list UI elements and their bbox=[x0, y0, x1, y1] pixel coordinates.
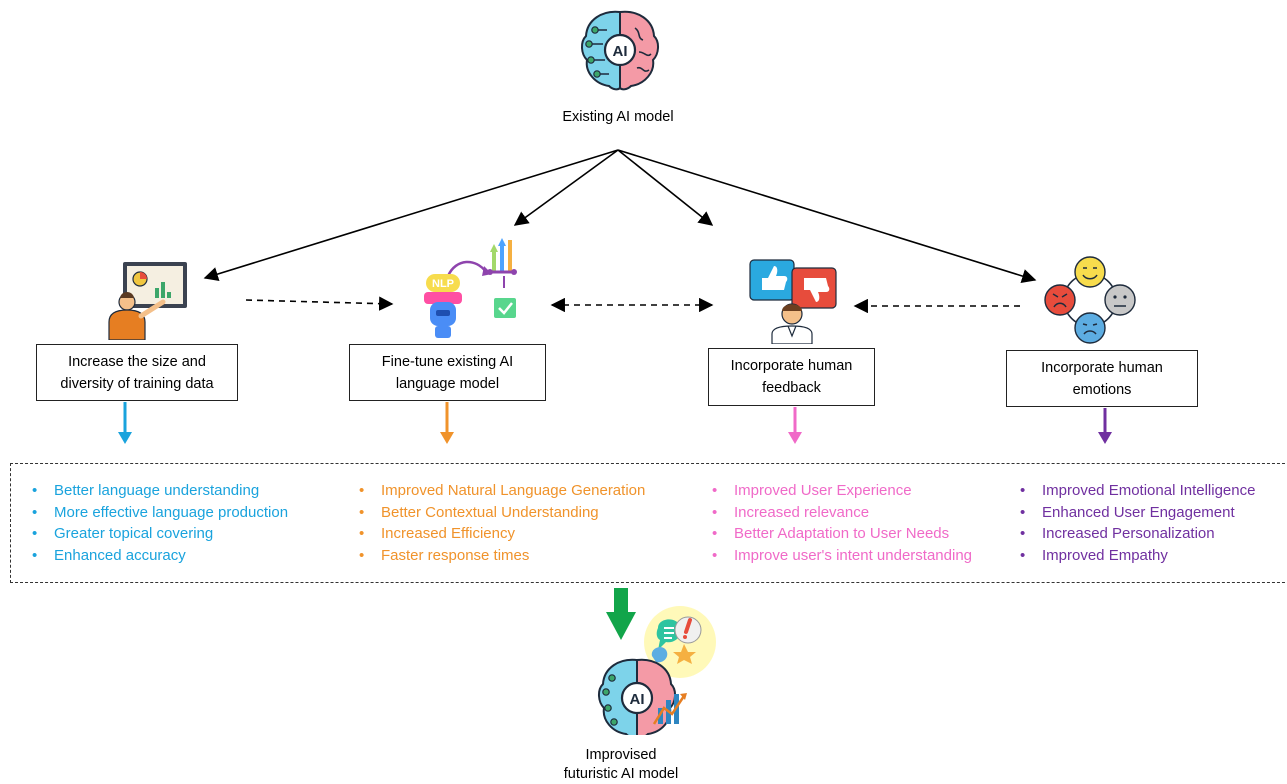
down-arrow-human-emotions bbox=[1098, 408, 1112, 444]
ai-brain-icon: AI bbox=[577, 8, 663, 94]
emotion-faces-icon bbox=[1040, 255, 1140, 345]
benefit-item: Improved Empathy bbox=[1018, 545, 1255, 567]
edges-from-top bbox=[203, 149, 1037, 284]
dashed-links bbox=[245, 296, 1020, 314]
feedback-thumbs-icon bbox=[748, 256, 838, 345]
benefit-item: Greater topical covering bbox=[30, 523, 288, 545]
nlp-robot-icon: NLP bbox=[420, 236, 530, 341]
method-box-fine-tune: Fine-tune existing AI language model bbox=[349, 344, 546, 401]
benefits-panel bbox=[10, 463, 1287, 583]
benefit-item: Increased Personalization bbox=[1018, 523, 1255, 545]
down-arrow-fine-tune bbox=[440, 402, 454, 444]
edge-top-to-feedback bbox=[617, 149, 714, 226]
benefit-item: Improve user's intent understanding bbox=[710, 545, 972, 567]
benefit-item: Enhanced accuracy bbox=[30, 545, 288, 567]
benefit-item: Better Adaptation to User Needs bbox=[710, 523, 972, 545]
method-box-human-feedback: Incorporate human feedback bbox=[708, 348, 875, 406]
ai-brain-chart-icon: AI bbox=[592, 600, 722, 739]
existing-model-label: Existing AI model bbox=[562, 109, 674, 125]
benefits-list-human-feedback: Improved User ExperienceIncreased releva… bbox=[710, 480, 972, 566]
svg-text:AI: AI bbox=[613, 43, 628, 60]
svg-text:NLP: NLP bbox=[432, 278, 454, 290]
svg-text:AI: AI bbox=[630, 691, 645, 708]
benefit-item: Better Contextual Understanding bbox=[357, 502, 645, 524]
result-model-label: Improvised futuristic AI model bbox=[521, 746, 721, 784]
edge-top-to-training bbox=[203, 149, 619, 282]
benefit-item: Enhanced User Engagement bbox=[1018, 502, 1255, 524]
benefit-item: Faster response times bbox=[357, 545, 645, 567]
result-label-line1: Improvised bbox=[585, 747, 657, 763]
dashed-training-to-finetune bbox=[245, 296, 394, 311]
benefit-item: Better language understanding bbox=[30, 480, 288, 502]
benefit-item: Increased relevance bbox=[710, 502, 972, 524]
benefits-list-human-emotions: Improved Emotional IntelligenceEnhanced … bbox=[1018, 480, 1255, 566]
teacher-presentation-icon bbox=[103, 258, 193, 341]
benefit-item: Increased Efficiency bbox=[357, 523, 645, 545]
benefit-item: Improved Emotional Intelligence bbox=[1018, 480, 1255, 502]
method-box-training-data: Increase the size and diversity of train… bbox=[36, 344, 238, 401]
edge-top-to-emotions bbox=[617, 149, 1037, 284]
benefit-item: Improved User Experience bbox=[710, 480, 972, 502]
benefit-item: More effective language production bbox=[30, 502, 288, 524]
method-label-human-feedback: Incorporate human feedback bbox=[730, 358, 853, 396]
benefits-list-training-data: Better language understandingMore effect… bbox=[30, 480, 288, 566]
down-arrow-human-feedback bbox=[788, 407, 802, 444]
result-label-line2: futuristic AI model bbox=[563, 766, 679, 782]
method-box-human-emotions: Incorporate human emotions bbox=[1006, 350, 1198, 407]
method-label-human-emotions: Incorporate human emotions bbox=[1041, 359, 1163, 398]
down-arrow-training-data bbox=[118, 402, 132, 444]
method-label-training-data: Increase the size and diversity of train… bbox=[60, 353, 214, 392]
method-label-fine-tune: Fine-tune existing AI language model bbox=[381, 353, 514, 392]
result-arrow bbox=[606, 588, 636, 640]
edge-top-to-finetune bbox=[513, 149, 619, 226]
benefit-item: Improved Natural Language Generation bbox=[357, 480, 645, 502]
benefits-list-fine-tune: Improved Natural Language GenerationBett… bbox=[357, 480, 645, 566]
